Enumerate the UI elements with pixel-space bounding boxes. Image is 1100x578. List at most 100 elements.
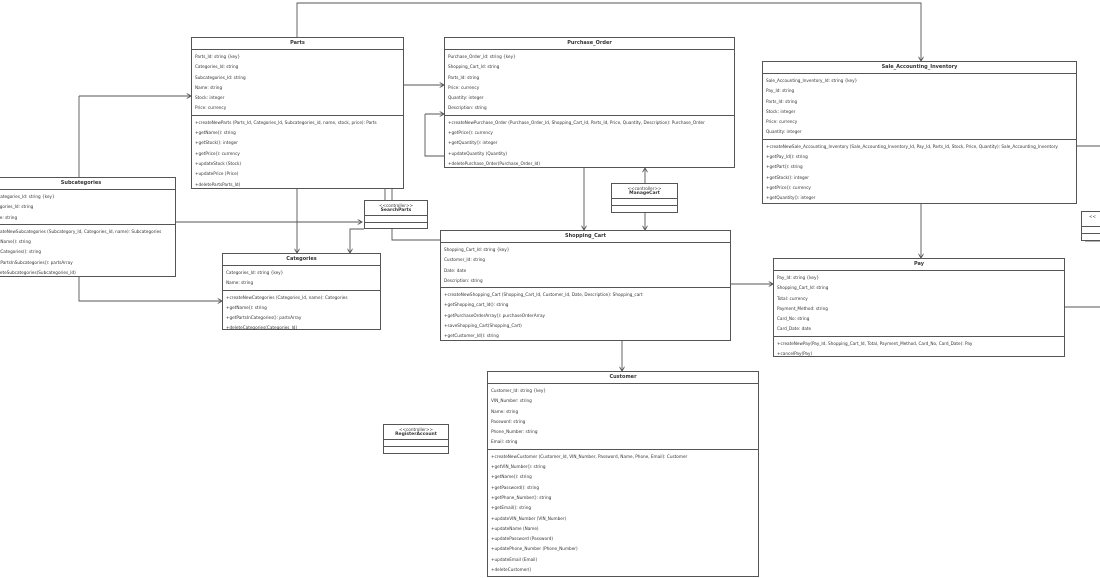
line-search-c: [391, 229, 440, 241]
operation: +updateEmail (Email): [491, 556, 538, 562]
attribute: Parts_Id: string {key}: [195, 54, 241, 59]
attribute: Pay_Id: string: [766, 88, 795, 94]
attribute: Shopping_Cart_Id: string: [777, 285, 829, 291]
operations-section: +createNewSubcategories (Subcategory_Id,…: [0, 225, 175, 279]
attribute: Sale_Accounting_Inventory_Id: string {ke…: [766, 78, 858, 83]
controller-header: <<controller>> SearchParts: [365, 201, 427, 216]
operation: +updateQuantity (Quantity): [448, 150, 508, 156]
class-title: Pay: [774, 259, 1064, 271]
operations-section: +createNewPay(Pay_Id, Shopping_Cart_Id, …: [774, 337, 1064, 361]
attributes-section: Customer_Id: string {key} VIN_Number: st…: [488, 384, 758, 450]
line-parts-sale: [296, 2, 921, 61]
operation: +getStock(): integer: [766, 174, 809, 180]
class-subcategories[interactable]: Subcategories Subcategories_Id: string {…: [0, 177, 176, 277]
controller-offscreen[interactable]: <<: [1081, 211, 1100, 241]
operation: +createNewShopping_Cart (Shopping_Cart_I…: [444, 292, 643, 298]
operation: +getName(): string: [226, 304, 267, 310]
operation: +getPrice(): currency: [195, 150, 240, 156]
attribute: Stock: integer: [195, 95, 225, 101]
attribute: Quantity: integer: [766, 129, 802, 135]
attribute: Shopping_Cart_Id: string: [448, 64, 500, 70]
controller-slot: [384, 447, 448, 453]
operation: +getName(): string: [195, 130, 236, 136]
attribute: Categories_Id: string {key}: [226, 270, 284, 275]
operation: +updateVIN_Number (VIN_Number): [491, 515, 567, 521]
controller-manage-cart[interactable]: <<controller>> ManageCart: [611, 183, 678, 213]
attributes-section: Purchase_Order_Id: string {key} Shopping…: [445, 50, 734, 116]
operation: +getPassword(): string: [491, 484, 539, 490]
operation: +deleteSubcategories(Subcategories_Id): [0, 270, 76, 276]
operation: +getPrice(): currency: [448, 130, 493, 136]
attributes-section: Shopping_Cart_Id: string {key} Customer_…: [441, 243, 730, 289]
attribute: Parts_Id: string: [766, 98, 798, 104]
attribute: Customer_Id: string: [444, 257, 486, 263]
operation: +getQuantity(): integer: [766, 195, 816, 201]
class-sale-accounting-inventory[interactable]: Sale_Accounting_Inventory Sale_Accountin…: [762, 61, 1077, 204]
operation: +deleteCustomer(): [491, 567, 532, 573]
operation: +getPhone_Number(): string: [491, 494, 552, 500]
attribute: Quantity: integer: [448, 95, 484, 101]
operations-section: +createNewShopping_Cart (Shopping_Cart_I…: [441, 288, 730, 342]
class-title: Subcategories: [0, 178, 175, 190]
attribute: Shopping_Cart_Id: string {key}: [444, 247, 510, 252]
controller-slot: [612, 206, 677, 212]
operation: +cancelPay(Pay): [777, 351, 813, 357]
operation: +deleteCategories(Categories_Id): [226, 325, 298, 331]
controller-slot: [1082, 234, 1100, 240]
attribute: Card_Date: date: [777, 326, 812, 332]
attribute: Phone_Number: string: [491, 429, 538, 435]
controller-slot: [365, 216, 427, 223]
attribute: VIN_Number: string: [491, 398, 532, 404]
attribute: Card_No: string: [777, 316, 810, 322]
attribute: Parts_Id: string: [448, 74, 480, 80]
operation: +updateName (Name): [491, 525, 539, 531]
attribute: Pay_Id: string {key}: [777, 275, 820, 280]
controller-slot: [612, 199, 677, 206]
class-categories[interactable]: Categories Categories_Id: string {key} N…: [222, 253, 381, 330]
controller-slot: [384, 440, 448, 447]
controller-header: <<controller>> RegisterAccount: [384, 425, 448, 440]
operation: +getStock(): integer: [195, 140, 238, 146]
attributes-section: Sale_Accounting_Inventory_Id: string {ke…: [763, 74, 1076, 140]
class-parts[interactable]: Parts Parts_Id: string {key} Categories_…: [191, 37, 404, 189]
controller-header: <<controller>> ManageCart: [612, 184, 677, 199]
controller-search-parts[interactable]: <<controller>> SearchParts: [364, 200, 428, 229]
attribute: Description: string: [448, 105, 487, 111]
class-shopping-cart[interactable]: Shopping_Cart Shopping_Cart_Id: string {…: [440, 230, 731, 341]
attribute: Name: string: [195, 84, 223, 90]
attribute: Total: currency: [777, 295, 808, 301]
class-pay[interactable]: Pay Pay_Id: string {key} Shopping_Cart_I…: [773, 258, 1065, 357]
class-customer[interactable]: Customer Customer_Id: string {key} VIN_N…: [487, 371, 759, 577]
class-title: Categories: [223, 254, 380, 266]
controller-register-account[interactable]: <<controller>> RegisterAccount: [383, 424, 449, 454]
attribute: Description: string: [444, 277, 483, 283]
class-title: Purchase_Order: [445, 38, 734, 50]
controller-slot: [1082, 227, 1100, 234]
operation: +getPartsInCategories(): partsArray: [226, 315, 302, 321]
attribute: Date: date: [444, 267, 467, 273]
class-title: Customer: [488, 372, 758, 384]
operation: +getCustomer_Id(): string: [444, 333, 499, 339]
operation: +getShopping_cart_Id(): string: [444, 302, 509, 308]
operations-section: +createNewCategories (Categories_Id, nam…: [223, 291, 380, 335]
operation: +createNewParts (Parts_Id, Categories_Id…: [195, 119, 377, 125]
operation: +saveShopping_Cart(Shopping_Cart): [444, 323, 522, 329]
attribute: Password: string: [491, 418, 526, 424]
attribute: Name: string: [226, 280, 254, 286]
stereotype-label: <<controller>>: [627, 186, 662, 191]
stereotype-label: <<: [1088, 214, 1096, 219]
operations-section: +createNewCustomer (Customer_Id, VIN_Num…: [488, 450, 758, 577]
attribute: Categories_Id: string: [0, 204, 34, 210]
class-purchase-order[interactable]: Purchase_Order Purchase_Order_Id: string…: [444, 37, 735, 168]
stereotype-label: <<controller>>: [378, 203, 413, 208]
operation: +createNewPay(Pay_Id, Shopping_Cart_Id, …: [777, 340, 973, 346]
controller-name: RegisterAccount: [395, 432, 437, 437]
operation: +createNewCustomer (Customer_Id, VIN_Num…: [491, 453, 688, 459]
operation: +updatePassword (Password): [491, 536, 553, 542]
attribute: Price: currency: [766, 119, 798, 125]
controller-name: ManageCart: [629, 191, 660, 196]
operation: +updatePrice (Price): [195, 171, 239, 177]
line-purchase-bracket: [424, 114, 444, 157]
operations-section: +createNewSale_Accounting_Inventory (Sal…: [763, 140, 1076, 205]
